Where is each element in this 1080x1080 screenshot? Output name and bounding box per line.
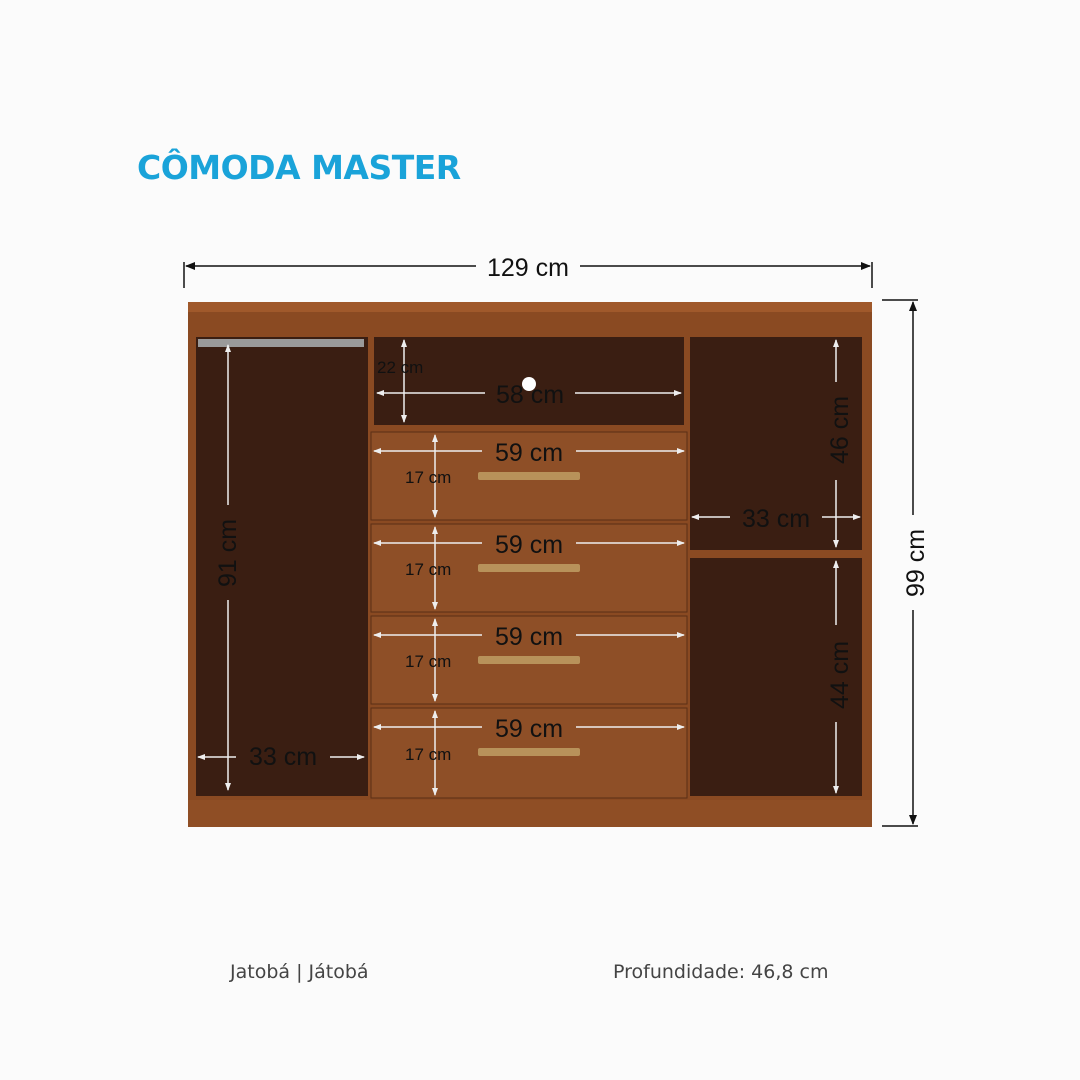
drawer-4 [370, 707, 688, 799]
drawer-width-label: 59 cm [495, 715, 563, 743]
finish-label: Jatobá | Játobá [230, 961, 369, 983]
drawer-handle [478, 748, 580, 756]
drawer-1 [370, 431, 688, 521]
drawer-handle [478, 472, 580, 480]
niche-height-label: 22 cm [377, 358, 423, 377]
niche-width-label: 58 cm [496, 381, 564, 409]
total-height-label: 99 cm [902, 529, 930, 597]
drawer-height-label: 17 cm [405, 745, 451, 764]
left-height-label: 91 cm [214, 519, 242, 587]
right-bottom-compartment [690, 558, 862, 796]
drawer-width-label: 59 cm [495, 531, 563, 559]
drawer-height-label: 17 cm [405, 560, 451, 579]
left-compartment [196, 337, 368, 796]
page-title: CÔMODA MASTER [137, 148, 461, 187]
right-top-height-label: 46 cm [826, 396, 854, 464]
drawer-handle [478, 564, 580, 572]
drawer-handle [478, 656, 580, 664]
drawer-height-label: 17 cm [405, 652, 451, 671]
cable-hole [522, 377, 536, 391]
hanging-rod [198, 339, 364, 347]
left-width-label: 33 cm [249, 743, 317, 771]
drawer-width-label: 59 cm [495, 623, 563, 651]
right-top-compartment [690, 337, 862, 550]
right-bottom-height-label: 44 cm [826, 641, 854, 709]
drawer-2 [370, 523, 688, 613]
drawer-width-label: 59 cm [495, 439, 563, 467]
total-width-label: 129 cm [487, 254, 569, 282]
drawer-3 [370, 615, 688, 705]
drawer-height-label: 17 cm [405, 468, 451, 487]
right-width-label: 33 cm [742, 505, 810, 533]
depth-label: Profundidade: 46,8 cm [613, 961, 829, 983]
